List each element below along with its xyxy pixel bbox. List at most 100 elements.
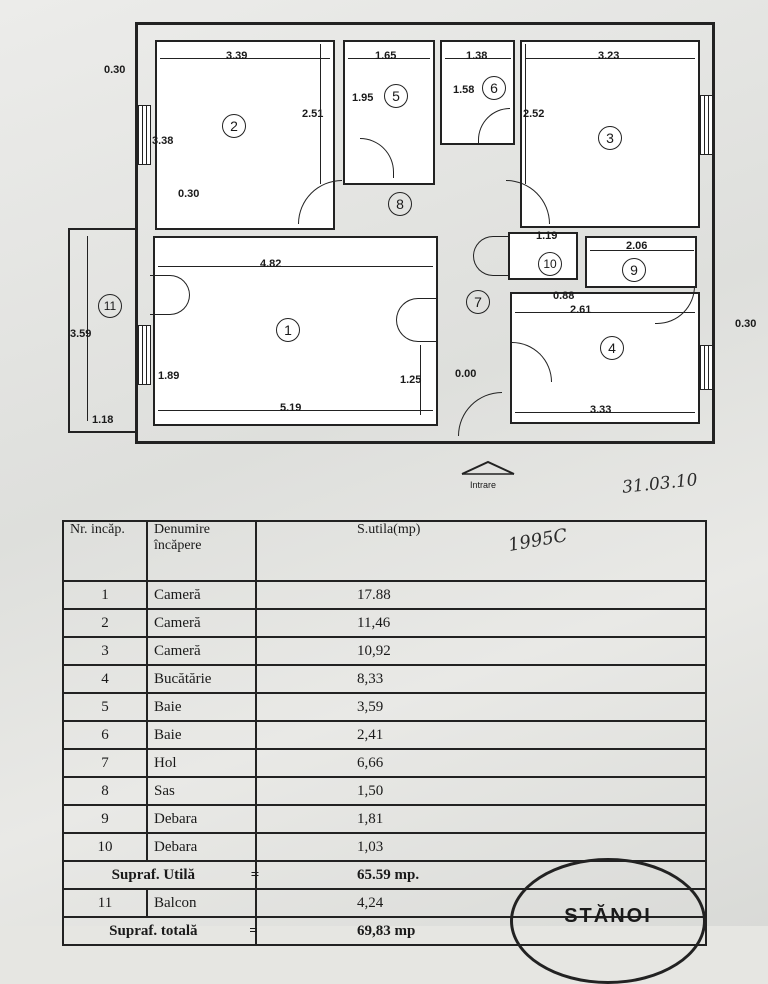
dim-label: 2.52	[523, 108, 545, 120]
room-number-3: 3	[598, 126, 622, 150]
dim-label: 1.65	[375, 50, 397, 62]
room-number-4: 4	[600, 336, 624, 360]
window-room-4	[699, 345, 713, 390]
dim-label: 1.25	[400, 374, 422, 386]
dim-line	[525, 44, 526, 184]
dim-label: 3.23	[598, 50, 620, 62]
dim-label: 1.95	[352, 92, 374, 104]
dim-label: 3.33	[590, 404, 612, 416]
row-nr: 11	[62, 888, 148, 918]
header-name: Denumire încăpere	[146, 520, 257, 582]
room-number-2: 2	[222, 114, 246, 138]
row-area: 11,46	[255, 608, 707, 638]
row-area: 3,59	[255, 692, 707, 722]
dim-label: 2.51	[302, 108, 324, 120]
row-name: Cameră	[146, 580, 257, 610]
room-number-9: 9	[622, 258, 646, 282]
dim-line	[445, 58, 511, 59]
row-name: Cameră	[146, 636, 257, 666]
floor-plan: 3.39 1.65 1.38 3.23 0.30 3.38 2.51 1.95 …	[68, 22, 756, 490]
dim-line	[158, 410, 433, 411]
row-name: Cameră	[146, 608, 257, 638]
row-name: Debara	[146, 832, 257, 862]
row-name: Baie	[146, 720, 257, 750]
dim-label: 2.06	[626, 240, 648, 252]
row-nr: 10	[62, 832, 148, 862]
header-area: S.utila(mp)	[255, 520, 707, 582]
dim-line	[87, 236, 88, 421]
dim-line	[420, 345, 421, 415]
dim-line	[590, 250, 694, 251]
row-name: Baie	[146, 692, 257, 722]
dim-label: 1.19	[536, 230, 558, 242]
dim-label: 1.18	[92, 414, 114, 426]
row-name: Bucătărie	[146, 664, 257, 694]
door-room-11	[150, 275, 190, 315]
row-name: Sas	[146, 776, 257, 806]
dim-line	[320, 44, 321, 184]
dim-line	[515, 412, 695, 413]
room-number-7: 7	[466, 290, 490, 314]
row-name: Hol	[146, 748, 257, 778]
util-area-label-text: Supraf. Utilă	[111, 866, 196, 883]
row-area: 1,03	[255, 832, 707, 862]
dim-label: 5.19	[280, 402, 302, 414]
row-name: Debara	[146, 804, 257, 834]
row-nr: 9	[62, 804, 148, 834]
window-room-1	[137, 325, 151, 385]
dim-label: 1.58	[453, 84, 475, 96]
dim-label: 0.88	[553, 290, 575, 302]
entrance-arrow-icon	[461, 460, 515, 475]
room-number-5: 5	[384, 84, 408, 108]
dim-label: 0.30	[178, 188, 200, 200]
row-area: 1,81	[255, 804, 707, 834]
row-nr: 7	[62, 748, 148, 778]
dim-label: 3.38	[152, 135, 174, 147]
row-area: 1,50	[255, 776, 707, 806]
total-area-equals: =	[249, 922, 258, 939]
dim-label: 1.89	[158, 370, 180, 382]
window-room-2	[137, 105, 151, 165]
row-nr: 3	[62, 636, 148, 666]
official-stamp: STĂNOI	[510, 858, 706, 984]
row-nr: 5	[62, 692, 148, 722]
dim-line	[515, 312, 695, 313]
row-nr: 2	[62, 608, 148, 638]
dim-label: 0.00	[455, 368, 477, 380]
window-room-3	[699, 95, 713, 155]
header-nr: Nr. incăp.	[62, 520, 148, 582]
util-area-equals: =	[250, 866, 260, 883]
util-area-label: Supraf. Utilă =	[62, 860, 259, 890]
dim-line	[525, 58, 695, 59]
row-nr: 8	[62, 776, 148, 806]
dim-label: 2.61	[570, 304, 592, 316]
total-area-label: Supraf. totală =	[62, 916, 258, 946]
total-area-label-text: Supraf. totală	[109, 922, 198, 939]
dim-line	[348, 58, 430, 59]
row-nr: 6	[62, 720, 148, 750]
dim-line	[158, 266, 433, 267]
room-number-10: 10	[538, 252, 562, 276]
room-number-8: 8	[388, 192, 412, 216]
row-nr: 4	[62, 664, 148, 694]
row-name: Balcon	[146, 888, 257, 918]
row-nr: 1	[62, 580, 148, 610]
door-room-10	[473, 236, 509, 276]
row-area: 6,66	[255, 748, 707, 778]
dim-line	[160, 58, 330, 59]
room-number-6: 6	[482, 76, 506, 100]
entrance-label: Intrare	[470, 480, 497, 490]
dim-label: 3.39	[226, 50, 248, 62]
dim-label: 4.82	[260, 258, 282, 270]
dim-label: 1.38	[466, 50, 488, 62]
room-number-1: 1	[276, 318, 300, 342]
stamp-text: STĂNOI	[564, 905, 652, 927]
